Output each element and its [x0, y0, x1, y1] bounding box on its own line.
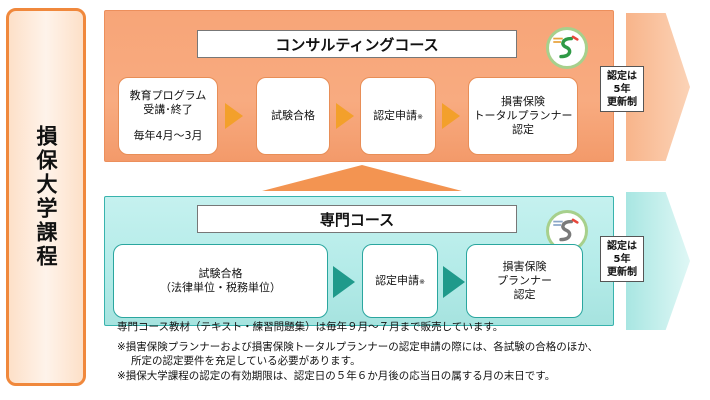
left-label-text: 損保大学課程: [34, 125, 58, 269]
planner1-line2: トータルプランナー: [473, 109, 573, 122]
planner2-line2: プランナー: [497, 274, 552, 287]
step-planner-cert: 損害保険 プランナー 認定: [466, 244, 583, 318]
step-cert-label: 認定申請※: [373, 108, 423, 122]
renewal-line2: 5年: [613, 253, 631, 265]
step-exam-pass: 試験合格: [256, 77, 330, 155]
senmon-course-title: 専門コース: [197, 205, 517, 233]
step-cert-label: 認定申請※: [375, 273, 425, 287]
planner2-line1: 損害保険: [502, 260, 547, 273]
step-education-program: 教育プログラム 受講･終了 毎年4月〜3月: [118, 77, 218, 155]
step-arrow-icon: [336, 103, 354, 129]
step-total-planner-cert: 損害保険 トータルプランナー 認定: [468, 77, 578, 155]
step-arrow-icon: [333, 266, 355, 298]
planner2-line3: 認定: [513, 288, 536, 301]
left-course-label: 損保大学課程: [6, 8, 86, 386]
footnote-1-line1: ※損害保険プランナーおよび損害保険トータルプランナーの認定申請の際には、各試験の…: [117, 341, 599, 353]
footnote-2: ※損保大学課程の認定の有効期限は、認定日の５年６か月後の応当日の属する月の末日で…: [117, 370, 556, 382]
step-education-line2: 受講･終了: [143, 103, 193, 116]
step-education-period: 毎年4月〜3月: [133, 129, 203, 142]
renewal-line3: 更新制: [607, 266, 637, 278]
step-arrow-icon: [225, 103, 243, 129]
step-pass-label: 試験合格: [271, 109, 315, 122]
renewal-line1: 認定は: [607, 70, 637, 82]
planner1-line3: 認定: [512, 123, 534, 136]
consulting-course-title: コンサルティングコース: [197, 30, 517, 58]
renewal-note-consulting: 認定は 5年 更新制: [600, 66, 644, 112]
exam-line1: 試験合格: [198, 267, 243, 280]
step-arrow-icon: [443, 266, 465, 298]
exam-line2: （法律単位・税務単位）: [160, 281, 281, 294]
renewal-line1: 認定は: [607, 240, 637, 252]
renewal-line2: 5年: [613, 83, 631, 95]
planner1-line1: 損害保険: [501, 95, 545, 108]
renewal-note-senmon: 認定は 5年 更新制: [600, 236, 644, 282]
materials-note: 専門コース教材（テキスト・練習問題集）は毎年９月〜７月まで販売しています。: [117, 321, 504, 333]
step-certification-apply: 認定申請※: [360, 77, 436, 155]
footnote-1-line2: 所定の認定要件を充足している必要があります。: [131, 355, 361, 367]
renewal-line3: 更新制: [607, 96, 637, 108]
step-education-line1: 教育プログラム: [129, 89, 207, 102]
step-exam-pass-units: 試験合格 （法律単位・税務単位）: [113, 244, 328, 318]
sonpo-planner-logo-icon: [546, 27, 588, 69]
step-arrow-icon: [442, 103, 460, 129]
upgrade-arrow-icon: [262, 165, 462, 191]
step-certification-apply: 認定申請※: [362, 244, 438, 318]
